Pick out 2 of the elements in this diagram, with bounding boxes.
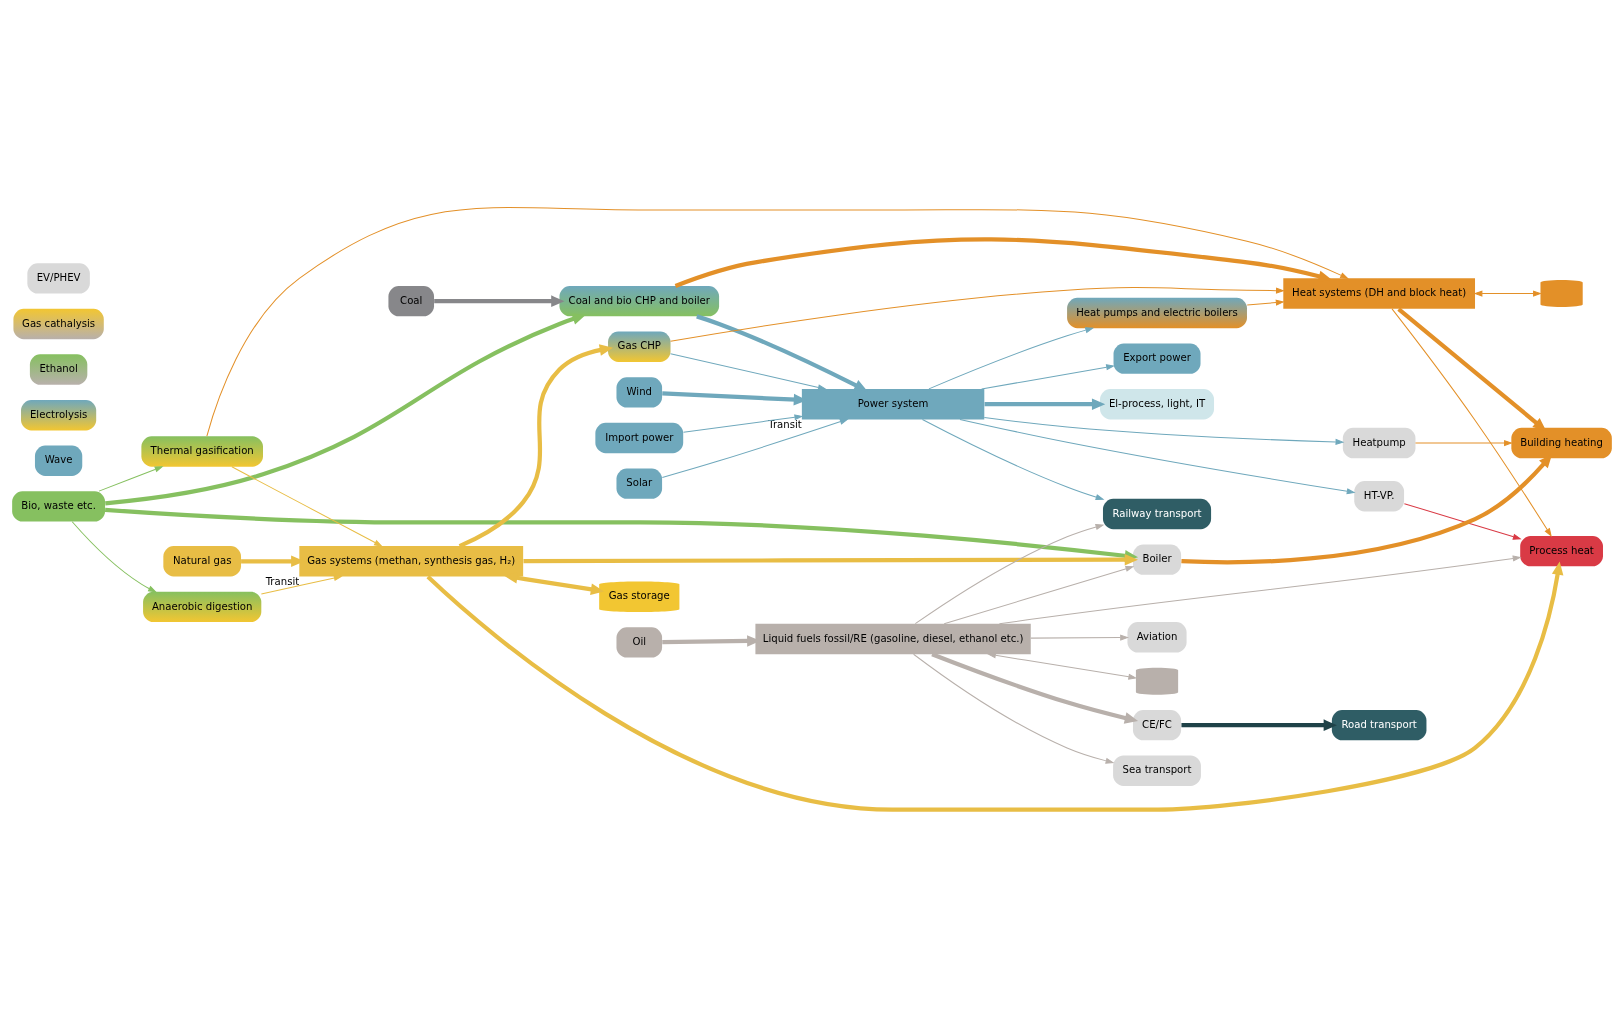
node-label: Transit — [768, 418, 802, 430]
node-label: Transit — [265, 575, 300, 587]
